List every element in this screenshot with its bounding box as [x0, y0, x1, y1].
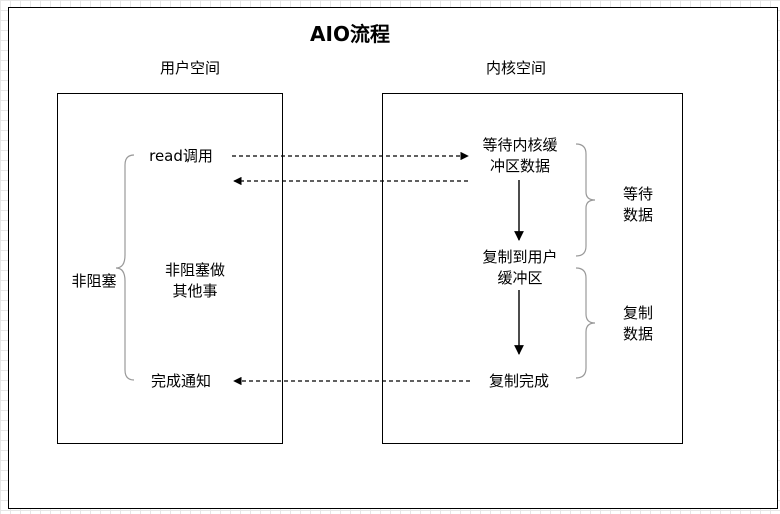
copy-data-phase-label: 复制 数据 — [622, 304, 653, 343]
non-blocking-label: 非阻塞 — [71, 272, 117, 290]
wait-buffer-label: 等待内核缓 冲区数据 — [482, 136, 558, 175]
diagram-title: AIO流程 — [310, 22, 390, 46]
kernel-space-label: 内核空间 — [485, 59, 546, 77]
kernel-space-box — [382, 93, 683, 444]
read-call-label: read调用 — [149, 147, 213, 165]
user-space-box — [57, 93, 283, 444]
user-space-label: 用户空间 — [159, 59, 220, 77]
complete-notify-label: 完成通知 — [150, 372, 211, 390]
copy-done-label: 复制完成 — [488, 372, 549, 390]
do-other-label: 非阻塞做 其他事 — [164, 261, 225, 300]
copy-to-user-label: 复制到用户 缓冲区 — [482, 248, 558, 287]
wait-data-phase-label: 等待 数据 — [622, 185, 653, 224]
